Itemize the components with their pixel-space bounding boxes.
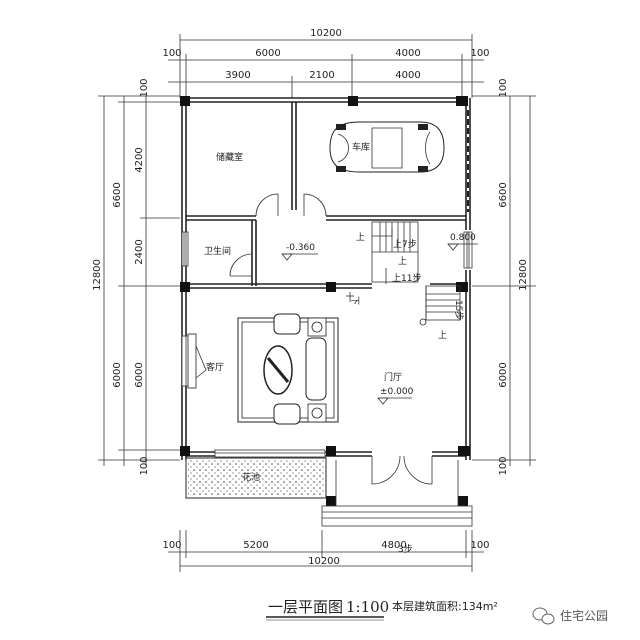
car-icon (329, 121, 445, 173)
dim-left-6600: 6600 (112, 182, 123, 207)
stair-window (463, 231, 473, 269)
dim-left-12800: 12800 (92, 259, 103, 291)
bottom-dimensions: 100 5200 4800 100 10200 (162, 530, 490, 572)
dim-right-6600: 6600 (498, 182, 509, 207)
sofa-set (237, 313, 339, 425)
dim-bottom-total: 10200 (308, 556, 340, 567)
staircase (371, 221, 461, 326)
garden-bed (185, 457, 327, 499)
caption-scale: 1:100 (346, 598, 389, 616)
dim-top-sub-4000: 4000 (395, 70, 420, 81)
dim-top-4000: 4000 (395, 48, 420, 59)
front-window (214, 449, 326, 458)
door-swings (229, 193, 433, 485)
structural-columns (180, 96, 470, 506)
interior-walls (186, 102, 466, 289)
caption-area: 本层建筑面积:134m² (392, 599, 498, 613)
dim-left-4200: 4200 (134, 147, 145, 172)
front-steps (321, 460, 473, 527)
top-dimensions: 10200 100 6000 4000 100 3900 2100 4000 (162, 28, 490, 98)
dim-right-top-edge: 100 (498, 78, 509, 97)
right-dimensions: 100 6600 12800 6000 100 (472, 78, 536, 476)
dim-left-top-edge: 100 (139, 78, 150, 97)
drawing-caption: 一层平面图 1:100 本层建筑面积:134m² (266, 598, 498, 621)
label-bathroom: 卫生间 (204, 245, 231, 257)
level-markers (281, 243, 478, 405)
dim-bottom-right-edge: 100 (470, 540, 489, 551)
dim-bottom-left-edge: 100 (162, 540, 181, 551)
dim-top-3900: 3900 (225, 70, 250, 81)
dim-right-bottom-edge: 100 (498, 456, 509, 475)
label-living: 客厅 (206, 361, 224, 373)
stair-up3: 上 (438, 330, 447, 341)
left-dimensions: 100 12800 6600 6000 4200 2400 6000 100 (92, 78, 180, 476)
stair-bottom-steps: 3步 (398, 544, 413, 555)
watermark-text: 住宅公园 (560, 608, 608, 623)
dim-top-6000: 6000 (255, 48, 280, 59)
stair-up1: 上 (356, 232, 365, 243)
label-storage: 储藏室 (216, 151, 243, 163)
level-bathroom: -0.360 (286, 243, 315, 253)
watermark: 住宅公园 (532, 607, 608, 625)
stair-steps15: 15步 (453, 300, 464, 320)
stair-steps7: 上7步 (393, 239, 417, 250)
stair-up2: 上 (398, 256, 407, 267)
stair-steps11: 上11步 (392, 273, 421, 284)
level-foyer: ±0.000 (380, 387, 414, 397)
stair-down: 下 (349, 296, 359, 305)
label-foyer: 门厅 (384, 371, 402, 383)
dim-top-left-edge: 100 (162, 48, 181, 59)
dim-top-2100: 2100 (309, 70, 334, 81)
dim-bottom-4800: 4800 (381, 540, 406, 551)
label-garage: 车库 (352, 141, 370, 153)
label-garden: 花池 (242, 471, 260, 483)
caption-title: 一层平面图 (268, 598, 343, 616)
dim-right-12800: 12800 (518, 259, 529, 291)
dim-left-6000: 6000 (112, 362, 123, 387)
dim-left-bottom-edge: 100 (139, 456, 150, 475)
wechat-icon (532, 607, 555, 625)
bathroom-window (181, 231, 189, 267)
dim-right-6000: 6000 (498, 362, 509, 387)
dim-top-total: 10200 (310, 28, 342, 39)
dim-left-2400: 2400 (134, 239, 145, 264)
tv-cabinet (187, 333, 207, 389)
stair-arrows (346, 292, 354, 302)
level-garage: 0.800 (450, 233, 476, 243)
dim-left-sub-6000: 6000 (134, 362, 145, 387)
dim-top-right-edge: 100 (470, 48, 489, 59)
dim-bottom-5200: 5200 (243, 540, 268, 551)
